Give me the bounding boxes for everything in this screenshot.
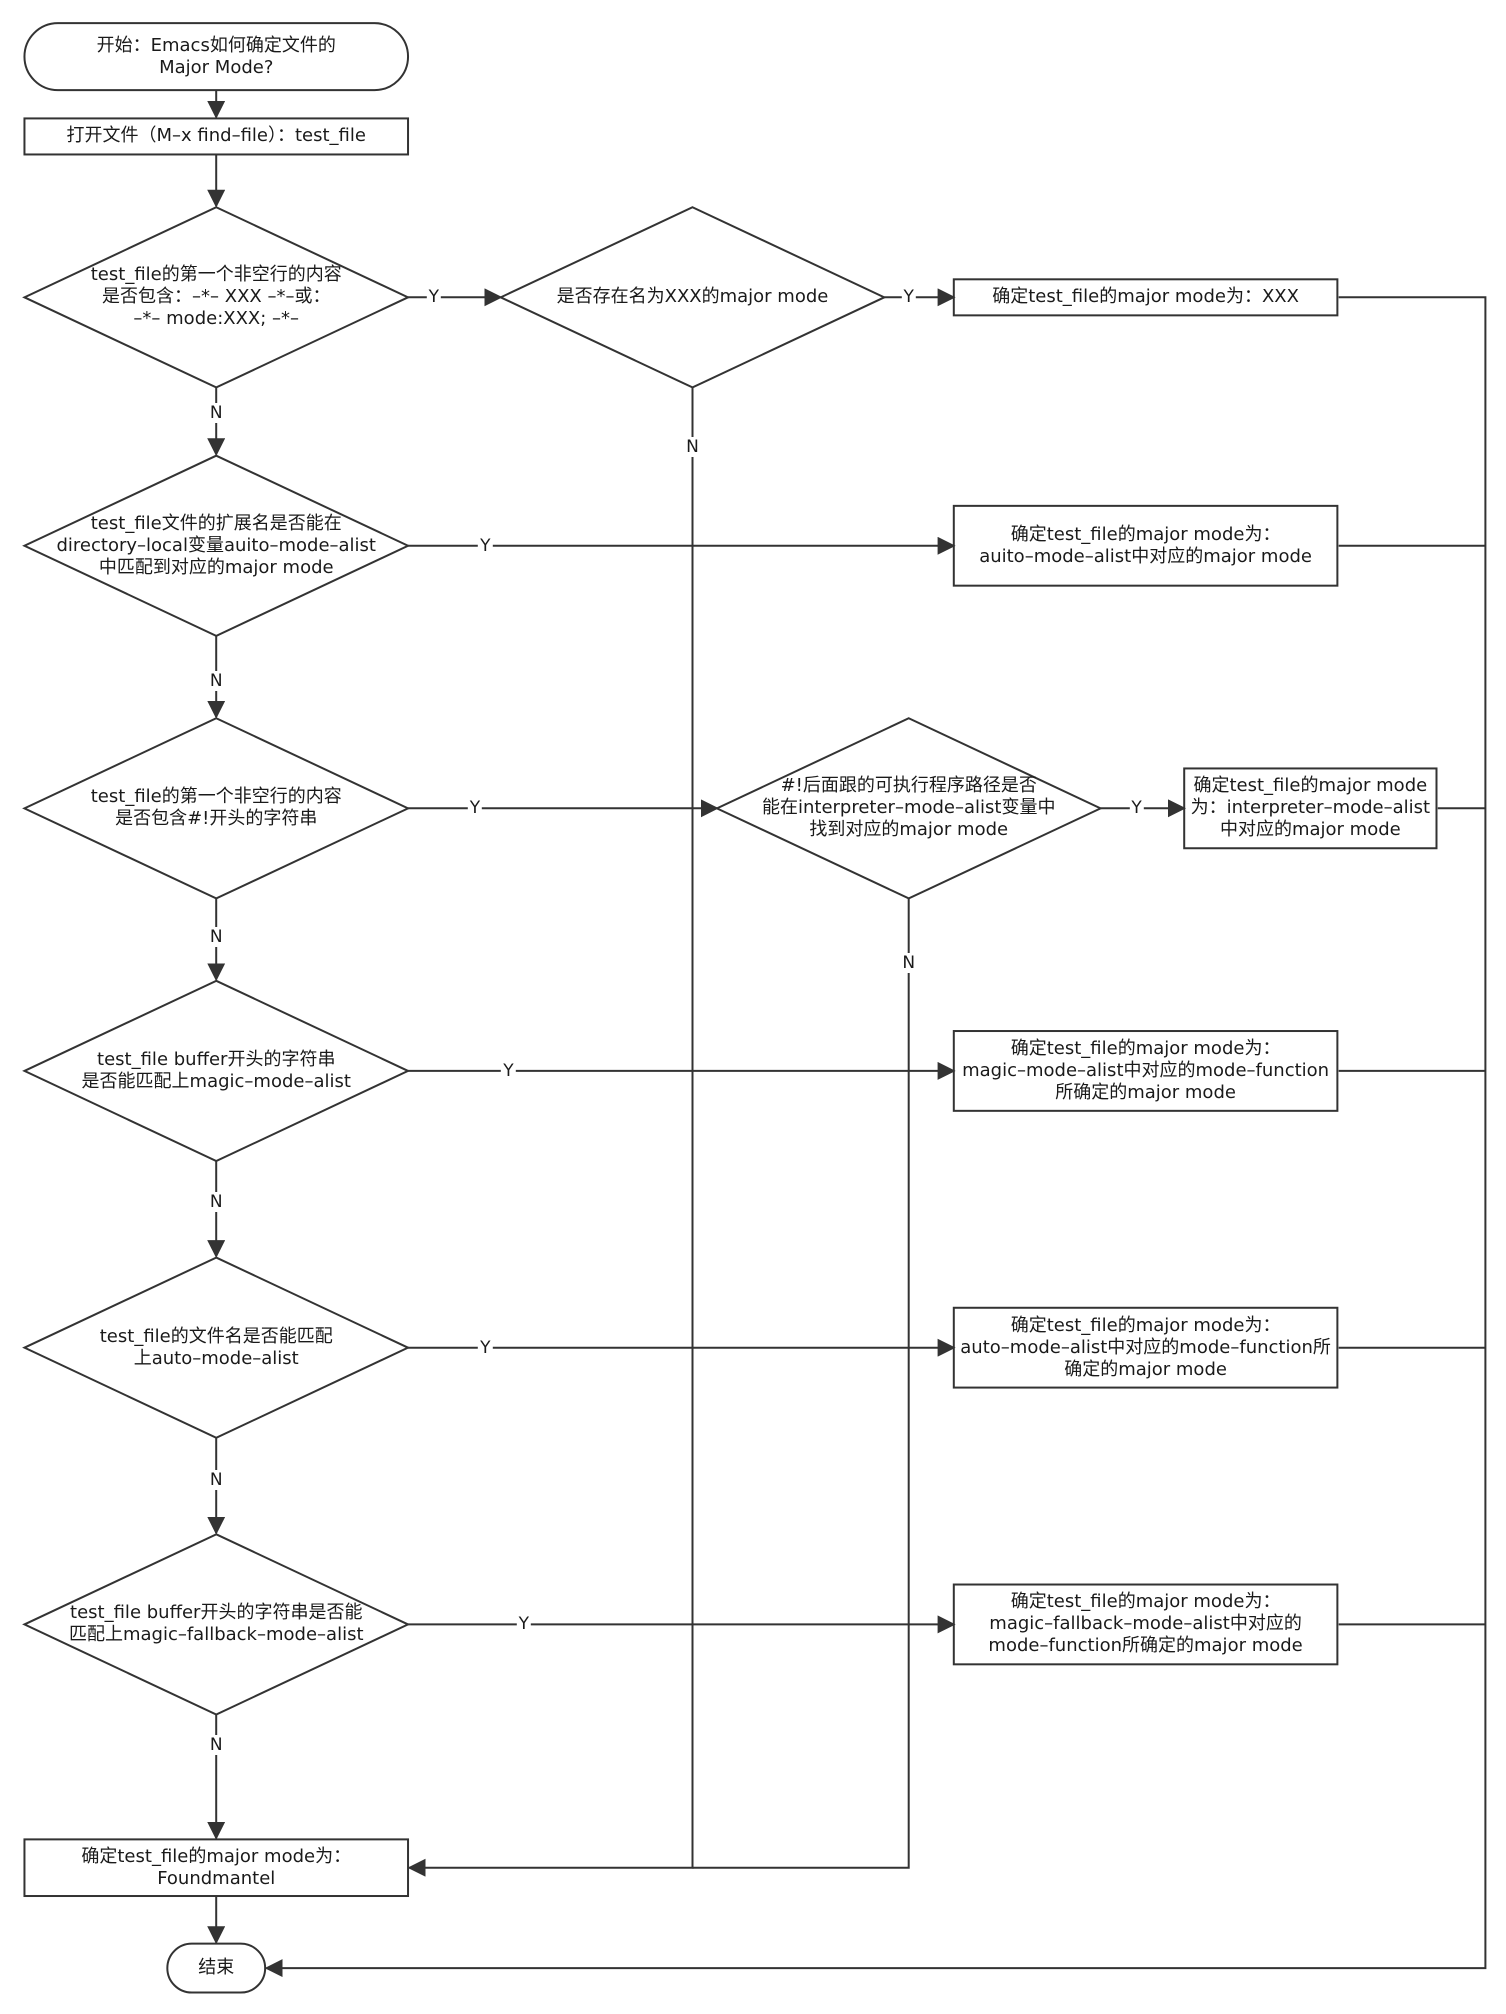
d4-label: test_file buffer开头的字符串是否能匹配上magic–mode–a… xyxy=(63,981,370,1161)
d3b-text-line: 能在interpreter–mode–alist变量中 xyxy=(761,797,1056,819)
r6-text-line: 确定test_file的major mode为： xyxy=(1010,1591,1281,1613)
label-d2-yes: Y xyxy=(478,535,493,556)
d3b-label: #!后面跟的可执行程序路径是否能在interpreter–mode–alist变… xyxy=(755,718,1062,898)
r4-text-line: 所确定的major mode xyxy=(1055,1081,1236,1103)
r1-text-line: 确定test_file的major mode为：XXX xyxy=(992,286,1299,308)
d6-text-line: test_file buffer开头的字符串是否能 xyxy=(70,1602,363,1624)
d5-decision-shape xyxy=(22,1256,411,1439)
r2-process-shape xyxy=(952,504,1339,587)
d1b-text-line: 是否存在名为XXX的major mode xyxy=(556,286,829,308)
label-d4-yes: Y xyxy=(501,1060,516,1081)
label-d6-yes: Y xyxy=(516,1614,532,1635)
label-d1-no: N xyxy=(207,403,225,424)
label-d5-yes: Y xyxy=(478,1337,493,1358)
d5-label: test_file的文件名是否能匹配上auto–mode–alist xyxy=(63,1258,370,1438)
r4-label: 确定test_file的major mode为：magic–mode–alist… xyxy=(957,1031,1335,1111)
d3-text-line: test_file的第一个非空行的内容 xyxy=(90,786,342,808)
default-text-line: 确定test_file的major mode为： xyxy=(81,1845,352,1867)
label-d6-no: N xyxy=(207,1735,225,1756)
edge-d3b-no xyxy=(692,898,910,1869)
end-text-line: 结束 xyxy=(198,1957,235,1979)
d3b-text-line: 找到对应的major mode xyxy=(809,819,1009,841)
d3-decision-shape xyxy=(22,717,411,900)
d5-text-line: 上auto–mode–alist xyxy=(133,1347,299,1369)
label-d4-no: N xyxy=(207,1192,225,1213)
r4-text-line: 确定test_file的major mode为： xyxy=(1010,1037,1281,1059)
d6-label: test_file buffer开头的字符串是否能匹配上magic–fallba… xyxy=(63,1534,370,1714)
r3-process-shape xyxy=(1183,767,1438,850)
label-d1b-yes: Y xyxy=(901,287,916,308)
label-d3-yes: Y xyxy=(467,798,483,819)
d1-label: test_file的第一个非空行的内容是否包含：–*– XXX –*–或：–*–… xyxy=(63,207,370,387)
d3-text-line: 是否包含#!开头的字符串 xyxy=(115,808,318,830)
label-d3b-no: N xyxy=(900,952,918,973)
r5-label: 确定test_file的major mode为：auto–mode–alist中… xyxy=(957,1308,1335,1388)
d1-text-line: test_file的第一个非空行的内容 xyxy=(90,264,342,286)
open_file-process-shape xyxy=(23,117,410,156)
d3b-decision-shape xyxy=(714,717,1103,900)
edge-d1b-no xyxy=(407,387,694,1877)
label-d3b-yes: Y xyxy=(1129,798,1144,819)
r2-label: 确定test_file的major mode为：auito–mode–alist… xyxy=(957,506,1335,586)
d1b-label: 是否存在名为XXX的major mode xyxy=(539,207,846,387)
open_file-text-line: 打开文件（M–x find–file）：test_file xyxy=(66,125,366,147)
label-d1-yes: Y xyxy=(426,287,441,308)
r6-text-line: magic–fallback–mode–alist中对应的 xyxy=(989,1613,1302,1635)
label-d1b-no: N xyxy=(684,436,701,457)
d1-text-line: 是否包含：–*– XXX –*–或： xyxy=(102,286,331,308)
d2-text-line: directory–local变量auito–mode–alist xyxy=(56,534,377,556)
label-d3-no: N xyxy=(207,927,225,948)
default-label: 确定test_file的major mode为：Foundmantel xyxy=(27,1839,405,1896)
r3-text-line: 确定test_file的major mode xyxy=(1193,775,1428,797)
end-label: 结束 xyxy=(170,1944,262,1993)
r6-label: 确定test_file的major mode为：magic–fallback–m… xyxy=(957,1585,1335,1665)
d5-text-line: test_file的文件名是否能匹配 xyxy=(99,1325,333,1347)
r3-text-line: 中对应的major mode xyxy=(1219,819,1401,841)
d3-label: test_file的第一个非空行的内容是否包含#!开头的字符串 xyxy=(63,718,370,898)
d2-text-line: test_file文件的扩展名是否能在 xyxy=(90,512,342,534)
r3-text-line: 为：interpreter–mode–alist xyxy=(1190,797,1431,819)
r6-process-shape xyxy=(952,1583,1339,1666)
r2-text-line: 确定test_file的major mode为： xyxy=(1010,523,1281,545)
d2-decision-shape xyxy=(22,454,411,637)
d2-text-line: 中匹配到对应的major mode xyxy=(98,556,334,578)
edge-results-to-end xyxy=(264,296,1487,1978)
d4-text-line: test_file buffer开头的字符串 xyxy=(97,1048,336,1070)
open_file-label: 打开文件（M–x find–file）：test_file xyxy=(27,118,405,154)
d4-text-line: 是否能匹配上magic–mode–alist xyxy=(81,1070,351,1092)
default-text-line: Foundmantel xyxy=(157,1867,276,1889)
r5-text-line: 确定test_file的major mode为： xyxy=(1010,1314,1281,1336)
label-d5-no: N xyxy=(207,1470,225,1491)
d1-text-line: –*– mode:XXX; –*– xyxy=(133,308,300,330)
start-text-line: Major Mode? xyxy=(159,56,274,78)
r1-label: 确定test_file的major mode为：XXX xyxy=(957,279,1335,315)
r4-text-line: magic–mode–alist中对应的mode–function xyxy=(962,1059,1330,1081)
r5-text-line: auto–mode–alist中对应的mode–function所 xyxy=(960,1336,1331,1358)
r5-text-line: 确定的major mode xyxy=(1064,1358,1227,1380)
label-d2-no: N xyxy=(207,670,225,691)
r6-text-line: mode–function所确定的major mode xyxy=(988,1635,1303,1657)
d6-text-line: 匹配上magic–fallback–mode–alist xyxy=(68,1624,364,1646)
d3b-text-line: #!后面跟的可执行程序路径是否 xyxy=(780,775,1037,797)
r2-text-line: auito–mode–alist中对应的major mode xyxy=(979,545,1312,567)
start-text-line: 开始：Emacs如何确定文件的 xyxy=(96,34,336,56)
